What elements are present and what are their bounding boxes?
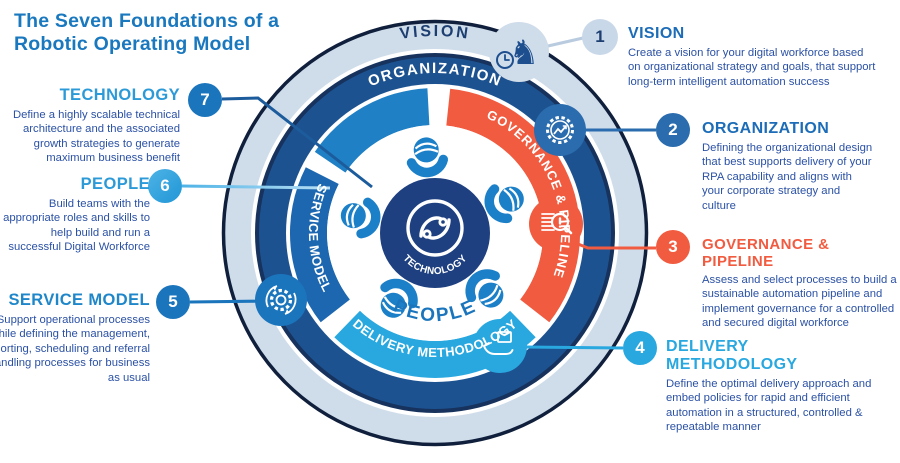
upper-left-segment: [314, 88, 430, 173]
callout-people: PEOPLE Build teams with the appropriate …: [0, 175, 150, 255]
svg-text:♞: ♞: [509, 33, 539, 73]
delivery-hand-box-icon: [473, 319, 527, 373]
callout-service-model-description: Support operational processes while defi…: [0, 314, 150, 384]
callout-delivery-title: DELIVERY METHODOLOGY: [666, 338, 798, 373]
governance-document-magnifier-icon: [529, 197, 583, 251]
callout-governance-title: GOVERNANCE & PIPELINE: [702, 236, 830, 270]
callout-governance-description: Assess and select processes to build a s…: [702, 274, 897, 330]
step-badge-3: 3: [656, 230, 690, 264]
icon-bumps: ♞: [255, 22, 586, 373]
callout-governance: GOVERNANCE & PIPELINE Assess and select …: [702, 236, 900, 331]
page-title-line2: Robotic Operating Model: [14, 32, 251, 55]
step-badge-2: 2: [656, 113, 690, 147]
callout-organization-title: ORGANIZATION: [702, 120, 830, 137]
callout-delivery: DELIVERY METHODOLOGY Define the optimal …: [666, 338, 874, 435]
callout-technology: TECHNOLOGY Define a highly scalable tech…: [4, 86, 180, 166]
person-icon: [484, 184, 524, 224]
callout-vision-description: Create a vision for your digital workfor…: [628, 47, 876, 88]
callout-service-model: SERVICE MODEL Support operational proces…: [0, 291, 150, 385]
vision-ring-label: VISION: [399, 23, 472, 43]
people-group: [340, 137, 524, 318]
callout-vision-title: VISION: [628, 25, 685, 42]
connector-7: [221, 96, 373, 189]
person-icon: [380, 278, 418, 318]
vision-knight-icon: ♞: [489, 22, 549, 82]
connector-6: [181, 184, 331, 190]
callout-organization: ORGANIZATION Defining the organizational…: [702, 120, 874, 213]
connector-4: [523, 345, 624, 350]
person-icon: [340, 197, 381, 239]
callout-technology-title: TECHNOLOGY: [59, 86, 180, 104]
step-badge-5: 5: [156, 285, 190, 319]
step-badge-6: 6: [148, 169, 182, 203]
service-gear-arrows-icon: [255, 274, 307, 326]
person-icon: [406, 137, 449, 178]
callout-vision: VISION Create a vision for your digital …: [628, 25, 876, 89]
page-title-line1: The Seven Foundations of a: [14, 10, 280, 32]
service-model-segment: [289, 167, 350, 323]
page-title: The Seven Foundations of a Robotic Opera…: [14, 10, 294, 55]
step-badge-4: 4: [623, 331, 657, 365]
technology-hub: [380, 178, 490, 288]
technology-logo-icon: [406, 199, 464, 257]
callout-technology-description: Define a highly scalable technical archi…: [12, 109, 180, 165]
step-badge-1: 1: [582, 19, 618, 55]
step-badge-7: 7: [188, 83, 222, 117]
organization-gear-chart-icon: [534, 104, 586, 156]
callout-people-title: PEOPLE: [80, 175, 150, 193]
callout-service-model-title: SERVICE MODEL: [8, 291, 150, 309]
person-icon: [465, 269, 504, 308]
connector-1: [547, 36, 584, 48]
callout-organization-description: Defining the organizational design that …: [702, 142, 873, 212]
callout-delivery-description: Define the optimal delivery approach and…: [666, 378, 872, 434]
callout-people-description: Build teams with the appropriate roles a…: [3, 198, 150, 254]
